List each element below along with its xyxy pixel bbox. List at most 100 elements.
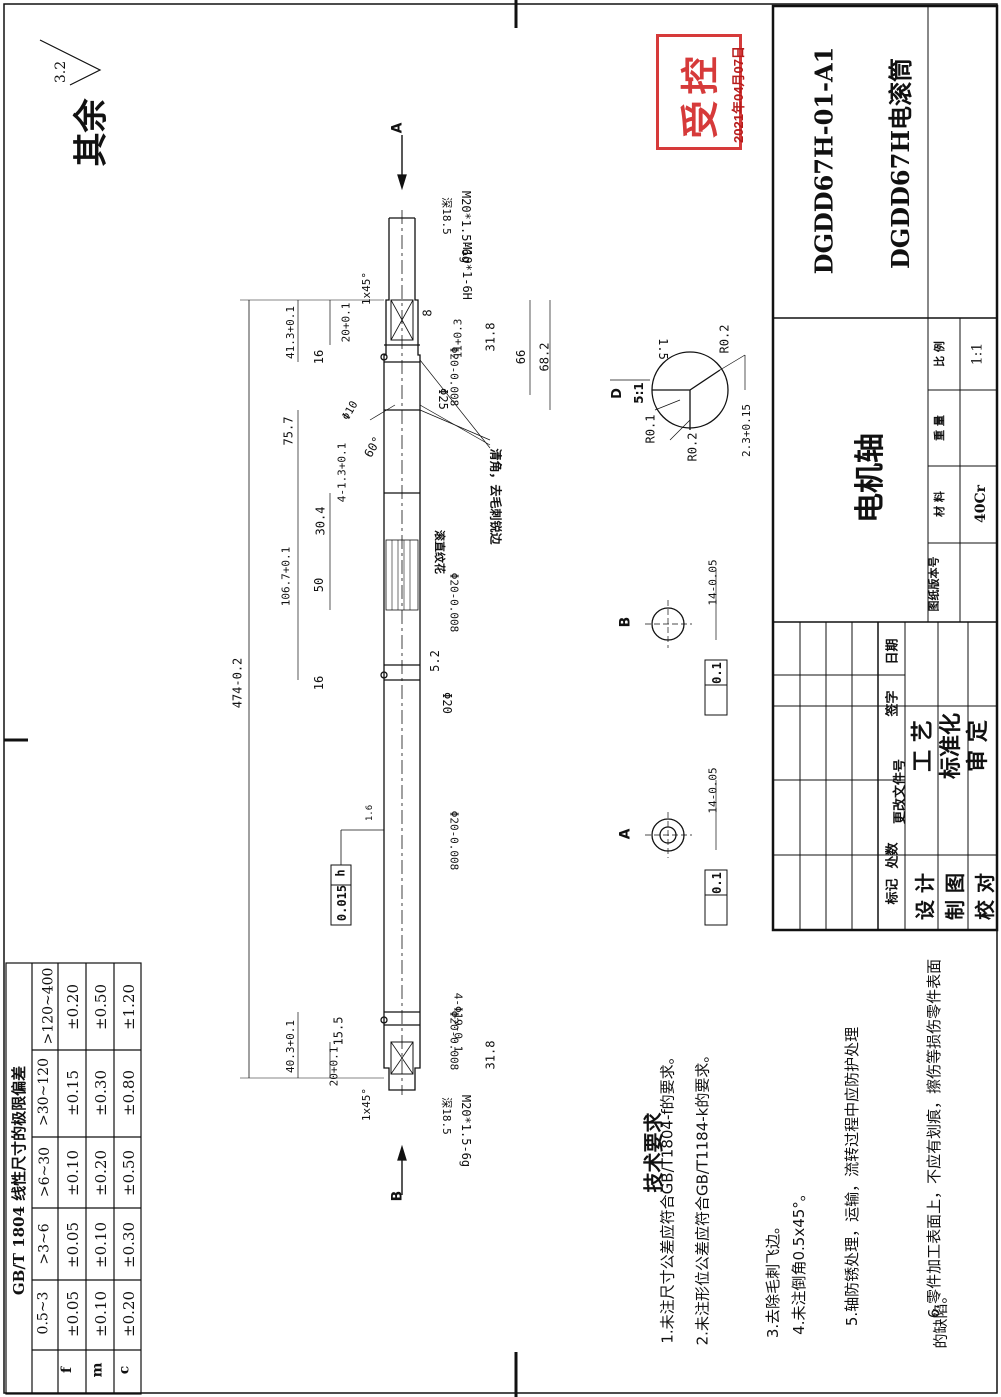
tol-box-value: 0.015 [335, 884, 350, 922]
box-a-value: 0.1 [709, 872, 724, 894]
thread-top-inner: M10*1-6H [459, 242, 474, 300]
key-b: 14-0.05 [706, 559, 720, 606]
hdr-version: 图纸版本号 [927, 556, 941, 612]
role-draft: 制 图 [942, 873, 967, 920]
stamp-date: 2021年04月07日 [728, 46, 747, 143]
hdr-scale: 比 例 [932, 341, 946, 367]
roughness-small: 1.6 [365, 804, 376, 822]
dim-41-3: 41.3+0.1 [283, 306, 297, 359]
hdr-weight: 重 量 [932, 415, 946, 441]
view-a-label: A [617, 828, 634, 840]
dim-31-8-b: 31.8 [483, 1040, 498, 1070]
rev-header-count: 处数 [885, 842, 901, 869]
controlled-stamp: 受控 2021年04月07日 [656, 34, 746, 150]
dim-20-a: 20+0.1 [339, 302, 353, 343]
surface-finish-symbol [39, 39, 102, 86]
tol-m-3: ±0.30 [91, 1070, 110, 1116]
material-value: 40Cr [973, 484, 990, 524]
shaft-drawing [240, 135, 551, 1195]
dim-50: 50 [312, 577, 327, 593]
radius-3: R0.2 [717, 324, 732, 354]
tol-m-0: ±0.10 [91, 1291, 110, 1337]
dim-106-7: 106.7+0.1 [279, 546, 293, 607]
tol-m-1: ±0.10 [91, 1222, 110, 1268]
tol-c-4: ±1.20 [119, 984, 138, 1030]
tol-box-symbol: h [333, 869, 348, 877]
tol-c-3: ±0.80 [119, 1070, 138, 1116]
hdr-material: 材 料 [932, 491, 946, 517]
range-3: >30~120 [36, 1058, 52, 1126]
tol-c-0: ±0.20 [119, 1291, 138, 1337]
dim-16-a: 16 [312, 349, 327, 365]
dim-75-7: 75.7 [281, 416, 296, 446]
range-2: >6~30 [37, 1146, 54, 1198]
dim-5-2: 5.2 [427, 650, 442, 672]
view-d-label: D [609, 388, 625, 399]
rev-header-date: 日期 [885, 638, 901, 665]
surface-finish-value: 3.2 [53, 60, 70, 84]
role-check: 校 对 [972, 873, 997, 920]
drawing-number: DGDD67H-01-A1 [809, 46, 839, 275]
chamfer-bottom: 1x45° [360, 1087, 374, 1122]
range-1: >3~6 [36, 1223, 53, 1265]
dim-16-b: 16 [312, 675, 327, 691]
stamp-day-label: 日 [730, 46, 746, 60]
surface-finish-label: 其余 [71, 98, 112, 167]
tolerance-table-lines [5, 962, 142, 1395]
dim-4-1-3: 4-1.3+0.1 [335, 442, 349, 503]
dim-total: 474-0.2 [230, 657, 245, 709]
radius-2: R0.2 [685, 432, 700, 462]
view-d-scale: 5:1 [631, 382, 646, 404]
range-4: >120~400 [40, 967, 57, 1045]
detail-d [610, 351, 746, 441]
grade-f: f [59, 1366, 76, 1374]
dia-4: Φ20-0.008 [447, 810, 461, 871]
tol-f-3: ±0.15 [63, 1070, 82, 1116]
stamp-day: 07 [730, 59, 746, 74]
tech-item-5: 5.轴防锈处理，运输，流转过程中应防护处理 [843, 1026, 862, 1327]
tol-f-4: ±0.20 [63, 984, 82, 1030]
section-arrow-a: A [389, 122, 406, 134]
title-block-lines [771, 4, 999, 932]
dia-7: Φ20 [439, 692, 454, 714]
assembly-name: DGDD67H电滚筒 [886, 57, 916, 270]
thread-bottom: M20*1.5-6g [459, 1094, 474, 1168]
key-a: 14-0.05 [706, 767, 720, 814]
tol-m-2: ±0.20 [91, 1150, 110, 1196]
dia-3: Φ20-0.008 [447, 572, 461, 633]
thread-depth-bottom: 深18.5 [439, 1097, 453, 1135]
tech-item-7: 的缺陷。 [931, 1288, 950, 1349]
stamp-text: 受控 [680, 50, 723, 139]
dim-30-4: 30.4 [313, 506, 328, 536]
tol-f-1: ±0.05 [63, 1222, 82, 1268]
tech-item-4: 4.未注倒角0.5x45°。 [789, 1186, 808, 1335]
radius-1: R0.1 [643, 414, 658, 444]
tech-item-1: 1.未注尺寸公差应符合GB/T1804-f的要求。 [658, 1049, 677, 1344]
grade-m: m [89, 1362, 106, 1378]
section-a [645, 780, 728, 926]
dim-8: 8 [420, 309, 435, 317]
box-b-value: 0.1 [709, 662, 724, 684]
chamfer-top: 1x45° [360, 271, 374, 306]
stamp-year-label: 年 [730, 101, 746, 115]
tol-c-1: ±0.30 [119, 1222, 138, 1268]
tolerance-table-title: GB/T 1804 线性尺寸的极限偏差 [10, 1065, 29, 1296]
dim-31-8-a: 31.8 [483, 322, 498, 352]
dim-66: 66 [514, 349, 529, 365]
scale-value: 1:1 [969, 342, 986, 366]
thread-depth-top: 深18.5 [439, 197, 453, 235]
view-b-label: B [617, 616, 634, 628]
range-0: 0.5~3 [35, 1291, 52, 1335]
tol-c-2: ±0.50 [119, 1150, 138, 1196]
tol-f-2: ±0.10 [63, 1150, 82, 1196]
tol-m-4: ±0.50 [91, 984, 110, 1030]
rev-header-mark: 标记 [885, 878, 901, 905]
detail-width: 2.3+0.15 [739, 404, 753, 457]
detail-depth: 1.5 [655, 338, 670, 360]
rev-header-sign: 签字 [885, 690, 901, 717]
dim-40-3: 40.3+0.1 [283, 1020, 297, 1073]
tol-f-0: ±0.05 [63, 1291, 82, 1337]
tech-item-2: 2.未注形位公差应符合GB/T1184-k的要求。 [693, 1047, 712, 1346]
stamp-month-label: 月 [730, 73, 746, 87]
